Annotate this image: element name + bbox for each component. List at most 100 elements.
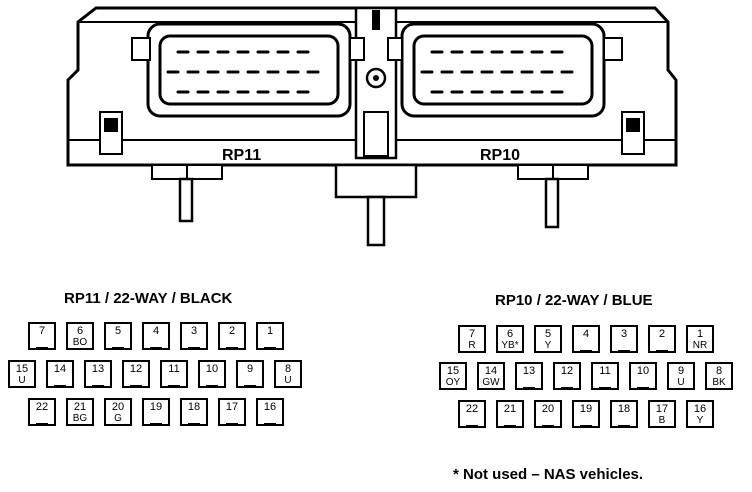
- pin-number: 13: [91, 363, 105, 375]
- pin-unused-dash: [466, 416, 478, 426]
- pin-number: 4: [152, 325, 160, 337]
- pin-wire-color: BK: [712, 377, 726, 388]
- pin-unused-dash: [244, 376, 256, 386]
- pin-number: 15: [15, 363, 29, 375]
- rp10-connector-title: RP10 / 22-WAY / BLUE: [495, 292, 653, 309]
- pin-unused-dash: [36, 414, 48, 424]
- pin-number: 15: [446, 365, 460, 377]
- pin-number: 3: [190, 325, 198, 337]
- pin-21: 21: [496, 400, 524, 428]
- pin-7: 7: [28, 322, 56, 350]
- pin-number: 1: [696, 328, 704, 340]
- pin-wire-color: YB*: [501, 340, 519, 351]
- pin-unused-dash: [523, 378, 535, 388]
- pin-unused-dash: [637, 378, 649, 388]
- pin-number: 19: [579, 403, 593, 415]
- pin-wire-color: NR: [692, 340, 708, 351]
- pin-wire-color: B: [658, 415, 666, 426]
- pin-19: 19: [572, 400, 600, 428]
- pin-number: 5: [544, 328, 552, 340]
- pin-wire-color: OY: [445, 377, 461, 388]
- pin-13: 13: [84, 360, 112, 388]
- pin-16: 16: [256, 398, 284, 426]
- pin-12: 12: [122, 360, 150, 388]
- pin-12: 12: [553, 362, 581, 390]
- pin-number: 18: [187, 401, 201, 413]
- pin-2: 2: [218, 322, 246, 350]
- pin-number: 20: [111, 401, 125, 413]
- pin-wire-color: BO: [72, 337, 88, 348]
- pin-unused-dash: [580, 416, 592, 426]
- pin-number: 14: [484, 365, 498, 377]
- pin-number: 1: [266, 325, 274, 337]
- pin-wire-color: U: [677, 377, 685, 388]
- pin-11: 11: [591, 362, 619, 390]
- pin-number: 7: [38, 325, 46, 337]
- pin-4: 4: [142, 322, 170, 350]
- footnote: * Not used – NAS vehicles.: [453, 466, 644, 483]
- pin-number: 21: [503, 403, 517, 415]
- pin-9: 9: [236, 360, 264, 388]
- pin-20: 20: [534, 400, 562, 428]
- pin-number: 12: [560, 365, 574, 377]
- pin-number: 3: [620, 328, 628, 340]
- pin-number: 13: [522, 365, 536, 377]
- rp10-label: RP10: [480, 147, 520, 164]
- pin-unused-dash: [264, 414, 276, 424]
- pin-number: 14: [53, 363, 67, 375]
- pin-3: 3: [180, 322, 208, 350]
- pin-number: 9: [246, 363, 254, 375]
- pin-11: 11: [160, 360, 188, 388]
- pin-wire-color: G: [114, 413, 122, 424]
- pin-number: 10: [636, 365, 650, 377]
- pin-number: 5: [114, 325, 122, 337]
- pin-unused-dash: [618, 341, 630, 351]
- pin-wire-color: BG: [72, 413, 88, 424]
- pin-number: 16: [263, 401, 277, 413]
- rp11-label: RP11: [222, 147, 261, 164]
- pin-number: 6: [76, 325, 84, 337]
- center-stud-nut: [334, 163, 418, 199]
- rp11-connector-title: RP11 / 22-WAY / BLACK: [64, 290, 233, 307]
- pin-unused-dash: [561, 378, 573, 388]
- pin-2: 2: [648, 325, 676, 353]
- pin-unused-dash: [188, 414, 200, 424]
- pin-22: 22: [28, 398, 56, 426]
- pin-number: 10: [205, 363, 219, 375]
- pin-4: 4: [572, 325, 600, 353]
- pin-number: 18: [617, 403, 631, 415]
- pin-wire-color: Y: [696, 415, 704, 426]
- pin-wire-color: R: [468, 340, 476, 351]
- pin-wire-color: Y: [544, 340, 552, 351]
- pin-number: 20: [541, 403, 555, 415]
- pin-18: 18: [610, 400, 638, 428]
- ecu-unit-drawing: RP11 RP10: [66, 6, 678, 247]
- pin-3: 3: [610, 325, 638, 353]
- pin-unused-dash: [226, 414, 238, 424]
- pin-unused-dash: [92, 376, 104, 386]
- pin-unused-dash: [656, 341, 668, 351]
- pin-unused-dash: [206, 376, 218, 386]
- pin-number: 11: [599, 365, 611, 377]
- pin-number: 21: [73, 401, 87, 413]
- pin-13: 13: [515, 362, 543, 390]
- pin-unused-dash: [580, 341, 592, 351]
- pin-unused-dash: [36, 338, 48, 348]
- pin-number: 17: [225, 401, 239, 413]
- pin-17: 17: [218, 398, 246, 426]
- pin-number: 4: [582, 328, 590, 340]
- pin-unused-dash: [112, 338, 124, 348]
- pin-number: 9: [677, 365, 685, 377]
- pin-5: 5: [104, 322, 132, 350]
- pin-number: 19: [149, 401, 163, 413]
